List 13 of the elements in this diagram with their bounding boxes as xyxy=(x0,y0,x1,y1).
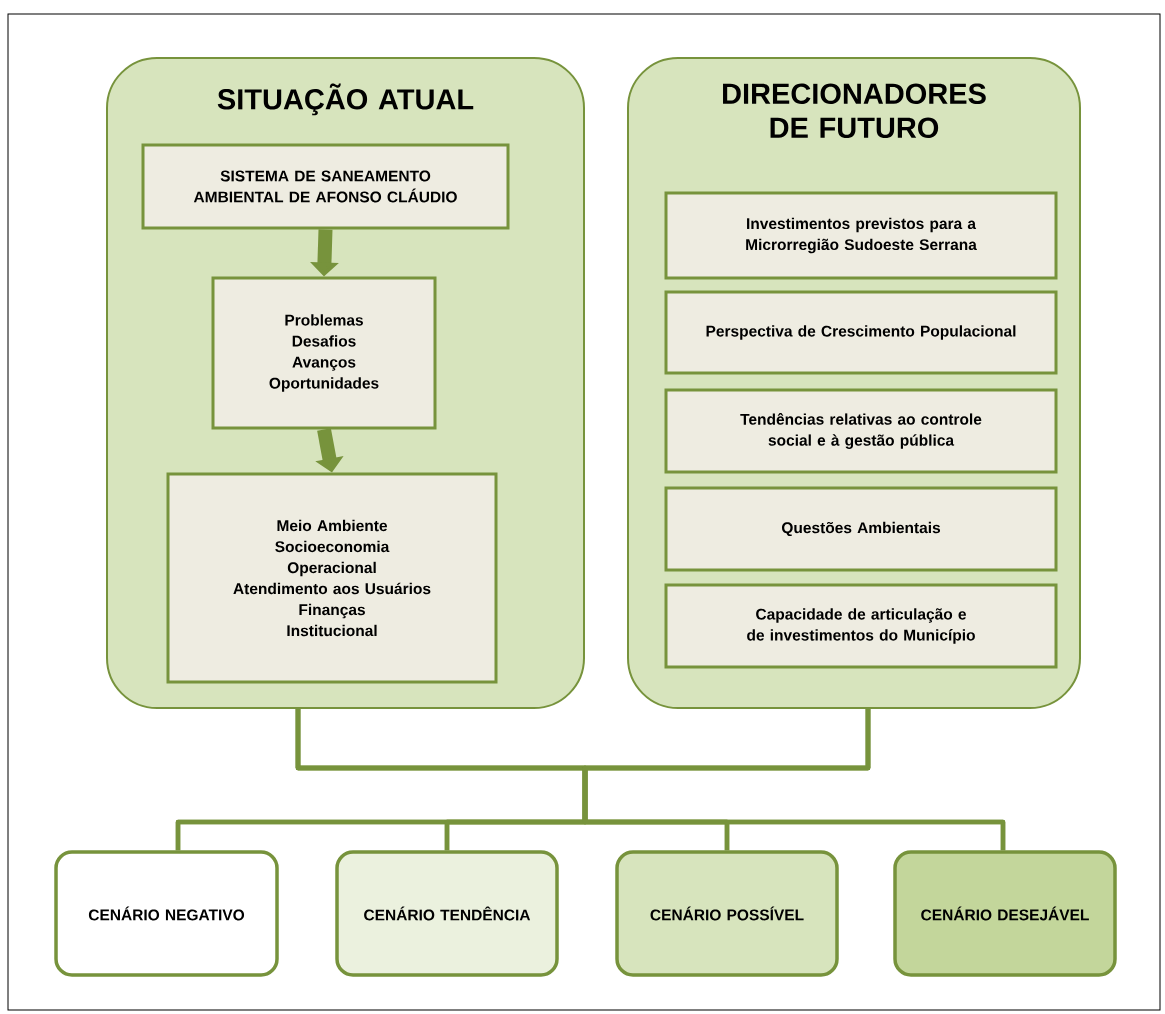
text-box: SISTEMA DE SANEAMENTO AMBIENTAL DE AFONSO CLÁUDIO xyxy=(141,143,510,230)
scenario-box: CENÁRIO DESEJÁVEL xyxy=(893,850,1117,977)
text-box: Perspectiva de Crescimento Populacional xyxy=(664,290,1058,375)
text-box: Capacidade de articulação e de investimentos do Município xyxy=(664,583,1058,669)
connector-line xyxy=(582,709,1006,851)
scenario-box: CENÁRIO TENDÊNCIA xyxy=(335,850,559,977)
text-box: Meio Ambiente Socioeconomia Operacional Atendimento aos Usuários Finanças Institucional xyxy=(166,472,498,684)
text-box: Tendências relativas ao controle social e à gestão pública xyxy=(664,388,1058,474)
text-box: Investimentos previstos para a Microrregião Sudoeste Serrana xyxy=(664,191,1058,280)
scenario-box: CENÁRIO NEGATIVO xyxy=(54,850,279,977)
text-box: Problemas Desafios Avanços Oportunidades xyxy=(211,276,437,430)
scenario-box: CENÁRIO POSSÍVEL xyxy=(615,850,839,977)
text-box: Questões Ambientais xyxy=(664,486,1058,572)
